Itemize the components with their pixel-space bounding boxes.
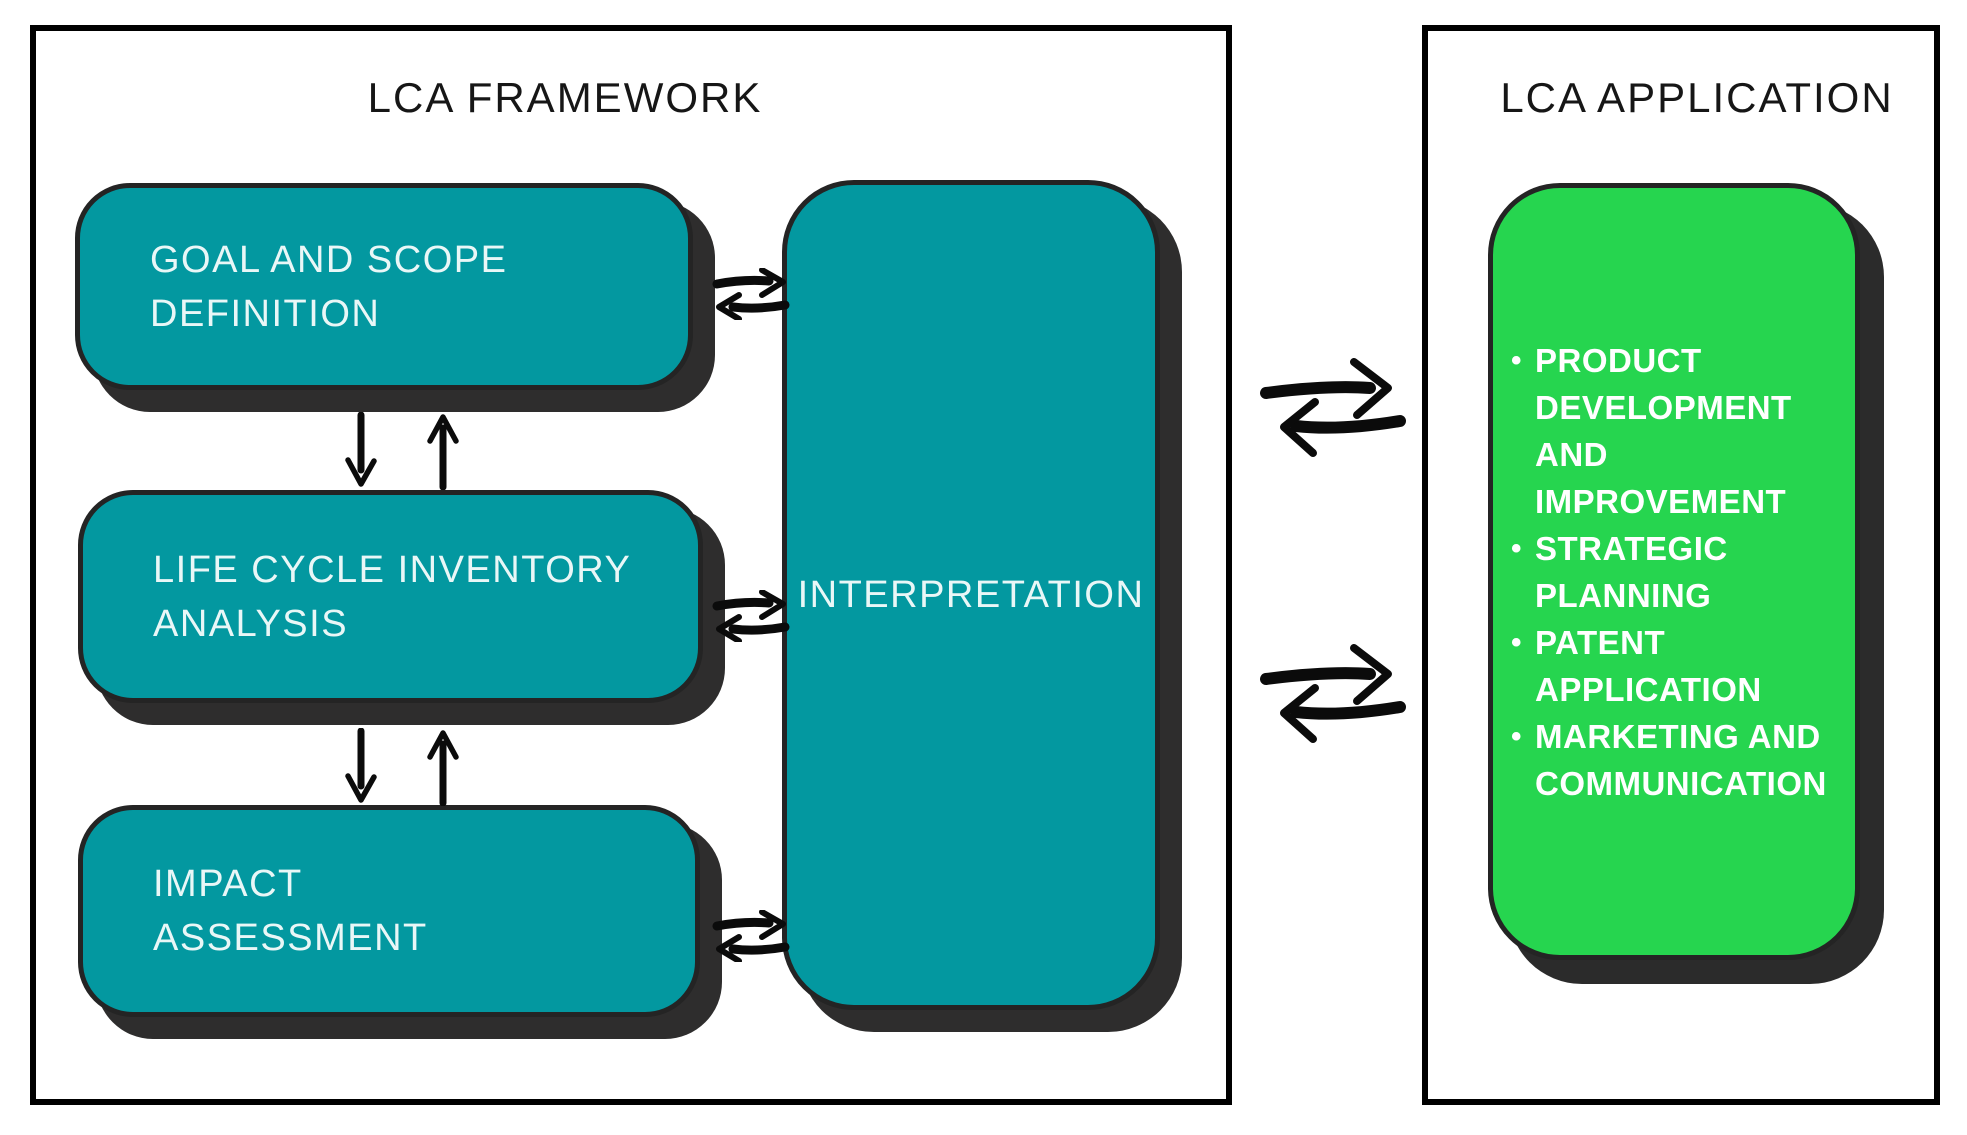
application-item-patent-application: PATENT APPLICATION [1509, 619, 1841, 713]
goal-and-scope-definition-box: GOAL AND SCOPE DEFINITION [75, 183, 693, 390]
application-item-marketing-communication: MARKETING AND COMMUNICATION [1509, 713, 1841, 807]
life-cycle-inventory-analysis-label: LIFE CYCLE INVENTORY ANALYSIS [153, 548, 632, 645]
application-item-strategic-planning: STRATEGIC PLANNING [1509, 525, 1841, 619]
framework-application-double-arrow-bottom-icon [1260, 644, 1406, 743]
goal-and-scope-definition-label: GOAL AND SCOPE DEFINITION [150, 238, 508, 335]
lca-applications-box: PRODUCT DEVELOPMENT AND IMPROVEMENT STRA… [1488, 183, 1860, 960]
life-cycle-inventory-analysis-box: LIFE CYCLE INVENTORY ANALYSIS [78, 490, 703, 703]
interpretation-label: INTERPRETATION [797, 574, 1145, 616]
framework-application-double-arrow-top-icon [1260, 358, 1406, 457]
impact-interpretation-double-arrow-icon [712, 910, 790, 962]
lca-framework-title: LCA FRAMEWORK [367, 74, 763, 121]
inventory-impact-double-arrow-icon [345, 728, 459, 806]
lca-application-title: LCA APPLICATION [1500, 74, 1894, 121]
interpretation-box: INTERPRETATION [782, 180, 1160, 1010]
impact-assessment-box: IMPACT ASSESSMENT [78, 805, 700, 1017]
applications-list: PRODUCT DEVELOPMENT AND IMPROVEMENT STRA… [1509, 337, 1841, 807]
inventory-interpretation-double-arrow-icon [712, 590, 790, 642]
application-item-product-development: PRODUCT DEVELOPMENT AND IMPROVEMENT [1509, 337, 1841, 525]
impact-assessment-label: IMPACT ASSESSMENT [153, 863, 428, 959]
goal-inventory-double-arrow-icon [345, 412, 459, 490]
goal-interpretation-double-arrow-icon [712, 268, 790, 320]
